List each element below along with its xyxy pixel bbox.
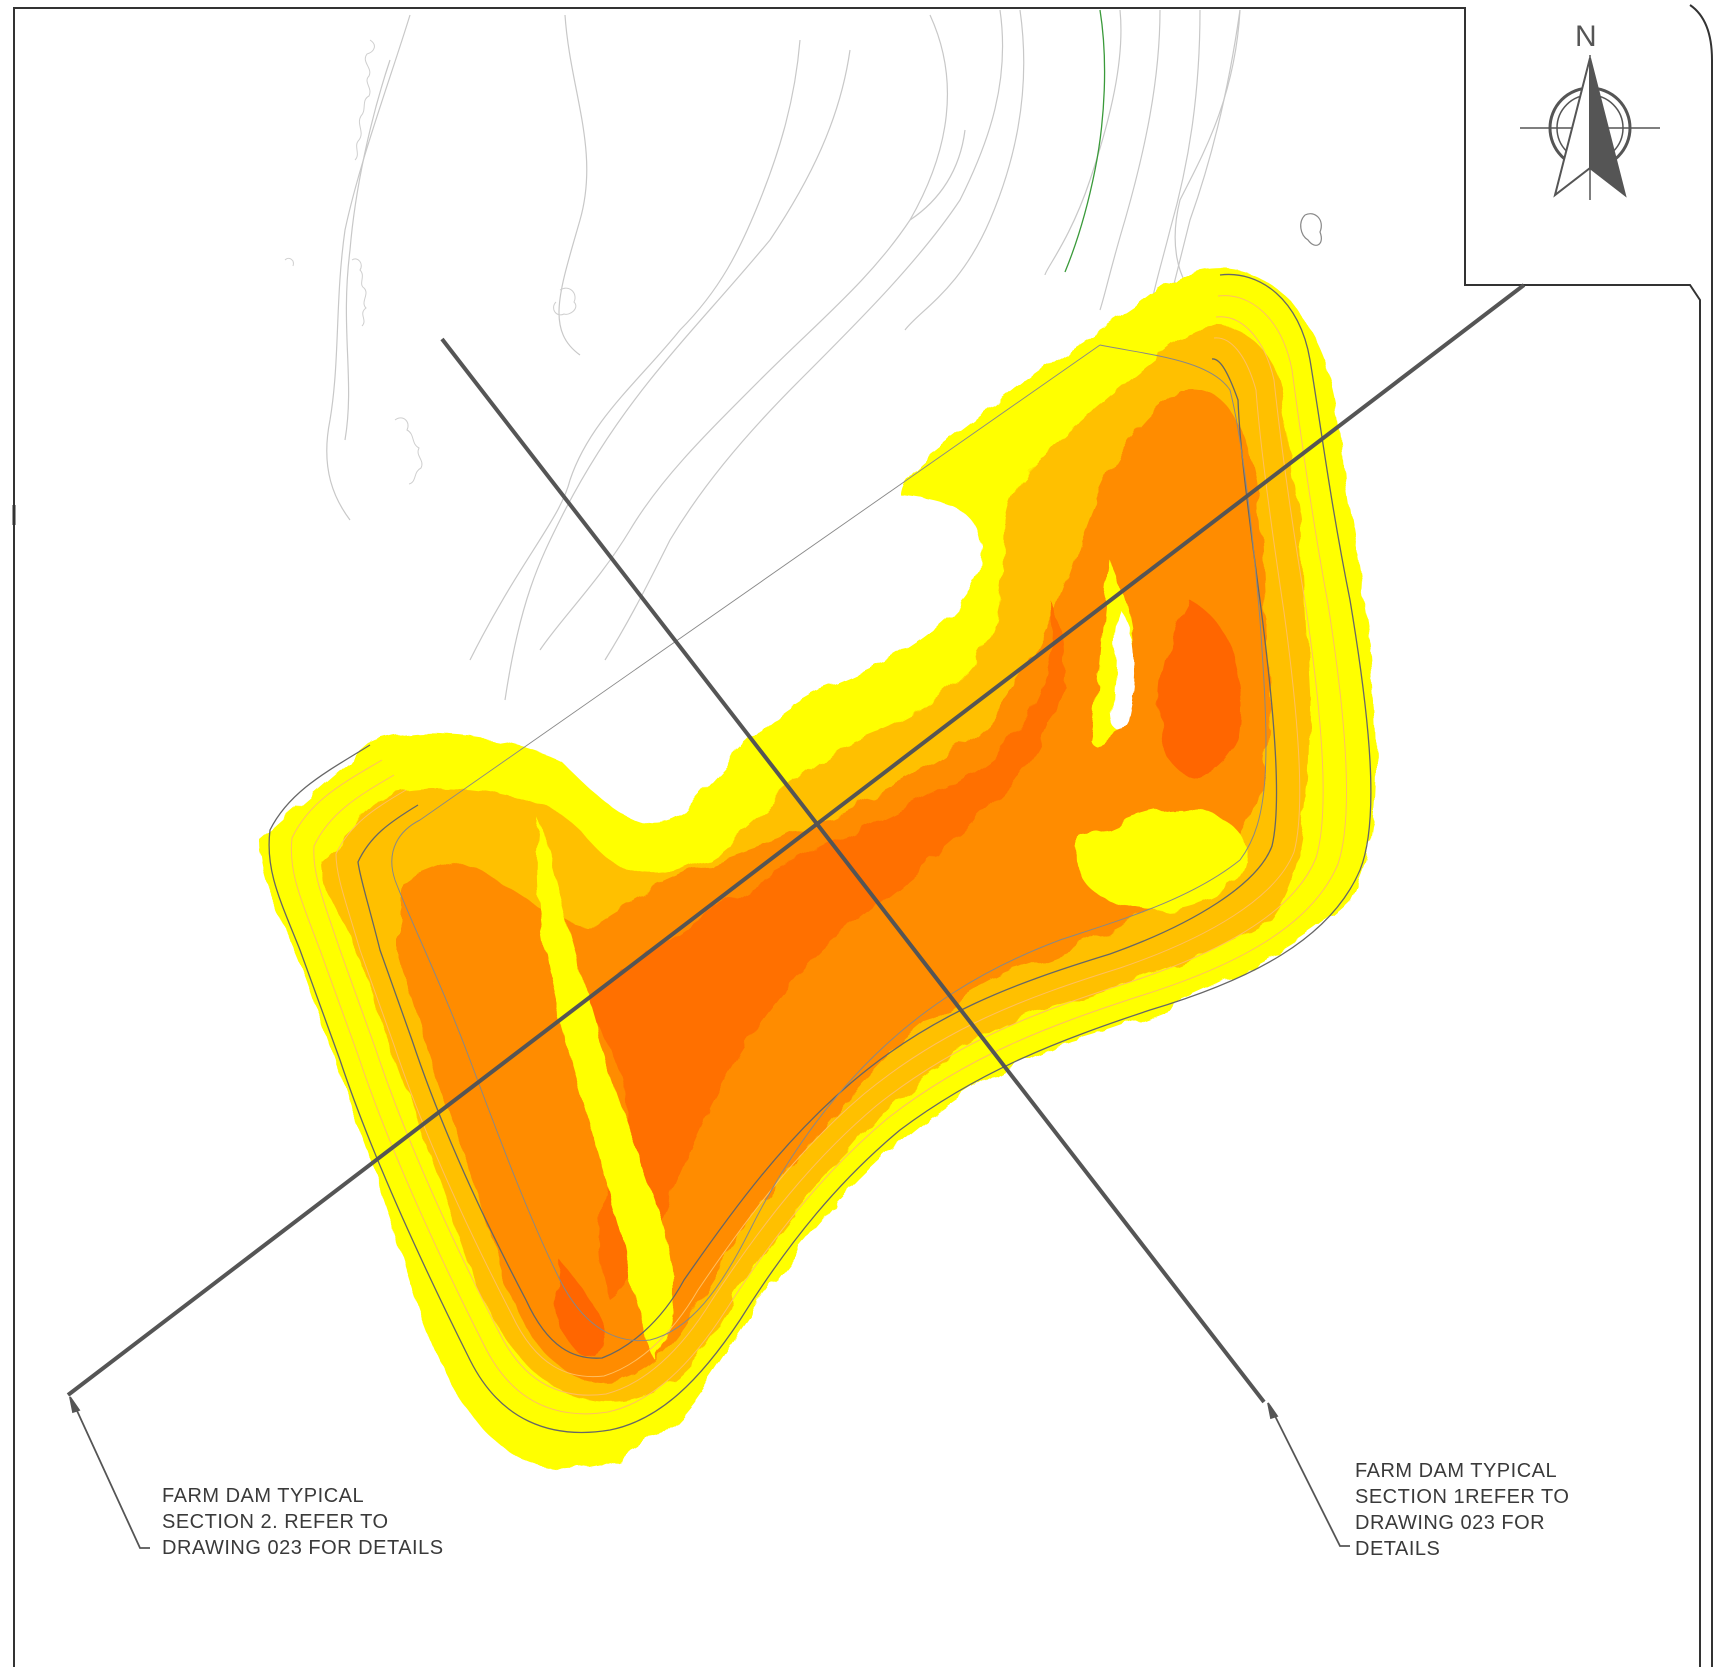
speckle-contours xyxy=(284,39,577,485)
north-arrow-icon xyxy=(1520,55,1660,200)
section-1-leader xyxy=(1270,1407,1350,1547)
section-lines xyxy=(66,283,1526,1404)
dam-depth-fill xyxy=(260,268,1376,1469)
embankment-batters xyxy=(268,273,1372,1434)
north-label: N xyxy=(1575,20,1597,53)
existing-contours xyxy=(326,9,1322,701)
drawing-border xyxy=(13,7,1701,1667)
frame-corner-arc xyxy=(1689,4,1713,1667)
section-2-line xyxy=(66,283,1526,1397)
section-1-callout-note: FARM DAM TYPICAL SECTION 1REFER TO DRAWI… xyxy=(1355,1460,1570,1560)
section-2-leader xyxy=(72,1401,150,1549)
green-contour xyxy=(1064,9,1106,273)
callout-leaders xyxy=(69,1396,1350,1549)
section-2-callout-note: FARM DAM TYPICAL SECTION 2. REFER TO DRA… xyxy=(162,1485,444,1559)
section-1-line xyxy=(440,337,1266,1404)
section-1-arrowhead xyxy=(1267,1402,1279,1420)
section-2-arrowhead xyxy=(69,1396,81,1414)
